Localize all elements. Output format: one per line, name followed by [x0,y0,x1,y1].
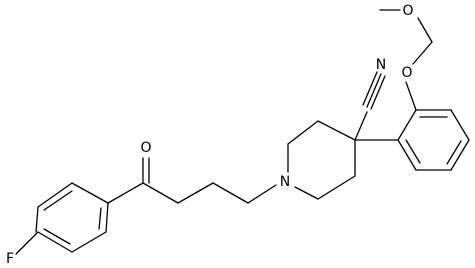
fluorophenyl-ring [35,182,109,253]
ether-oxygen-aryl-label: O [401,65,412,81]
chain-bond-2 [177,182,214,204]
chain-n-bond [247,184,277,204]
chain-bond-3 [212,182,249,204]
piperidine-ring [287,120,356,200]
nitrile-bond-single [354,111,368,141]
nitrile-triple-1 [366,73,382,108]
nitrile-triple-3 [362,71,378,106]
nitrile-nitrogen-label: N [376,57,386,73]
c-f-bond [15,231,39,255]
aryl-o-bond [405,81,417,111]
ketone-oxygen-label: O [140,140,151,156]
fluorine-label: F [6,251,14,267]
nitrile-triple-2 [370,75,386,110]
ch2-o-bond [417,17,433,43]
ether-oxygen-methyl-label: O [402,3,413,19]
piperidine-nitrogen-label: N [280,174,290,190]
o-ch2-bond [412,41,433,65]
chain-bond-1 [142,182,179,204]
aryl-ring-2 [397,109,470,171]
aryl-carbonyl-bond [107,182,144,204]
